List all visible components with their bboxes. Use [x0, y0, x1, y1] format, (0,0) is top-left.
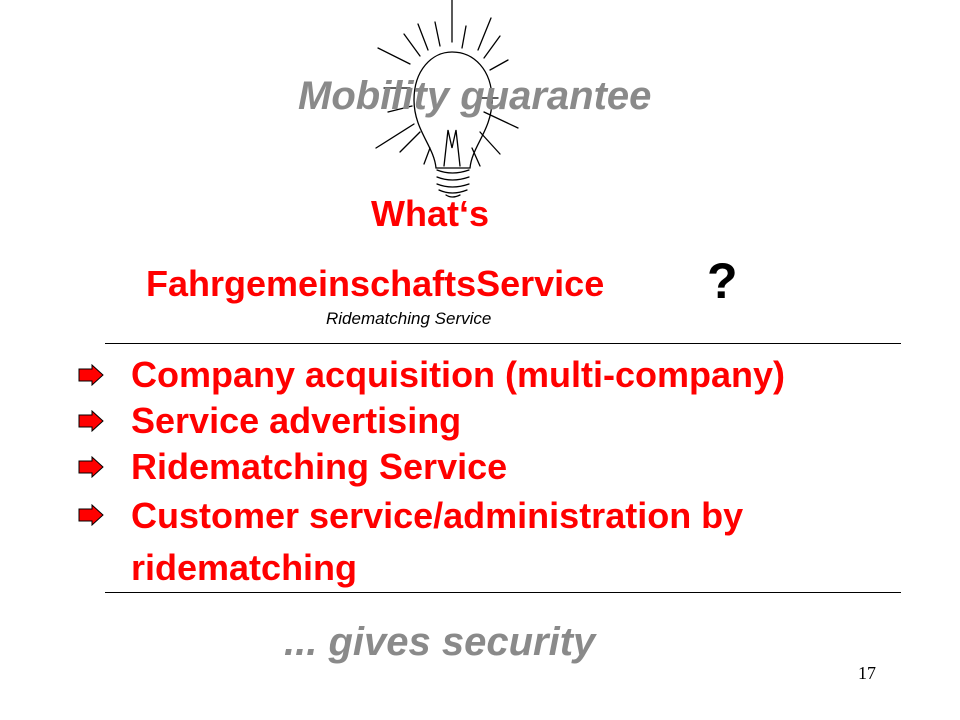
light-bulb-icon	[375, 0, 519, 198]
red-arrow-icon	[78, 364, 104, 386]
bullet-text: Company acquisition (multi-company)	[131, 354, 786, 395]
bullet-item: Ridematching Service	[78, 444, 918, 490]
slide-title: Mobility guarantee	[298, 74, 652, 118]
bullet-item: Customer service/administration by ridem…	[78, 490, 918, 594]
bullet-text: Customer service/administration by ridem…	[131, 495, 744, 588]
whats-label: What‘s	[371, 193, 490, 234]
red-arrow-icon	[78, 410, 104, 432]
bullet-item: Service advertising	[78, 398, 918, 444]
bullet-text: Ridematching Service	[131, 446, 508, 487]
question-mark: ?	[707, 253, 738, 309]
service-subtitle: Ridematching Service	[326, 309, 492, 328]
red-arrow-icon	[78, 456, 104, 478]
page-number: 17	[858, 663, 876, 683]
red-arrow-icon	[78, 504, 104, 526]
bullet-text: Service advertising	[131, 400, 462, 441]
bottom-divider	[105, 592, 901, 593]
bullet-item: Company acquisition (multi-company)	[78, 352, 918, 398]
bullet-list: Company acquisition (multi-company) Serv…	[78, 352, 918, 594]
service-name: FahrgemeinschaftsService	[146, 263, 605, 304]
top-divider	[105, 343, 901, 344]
footer-text: ... gives security	[284, 620, 596, 664]
